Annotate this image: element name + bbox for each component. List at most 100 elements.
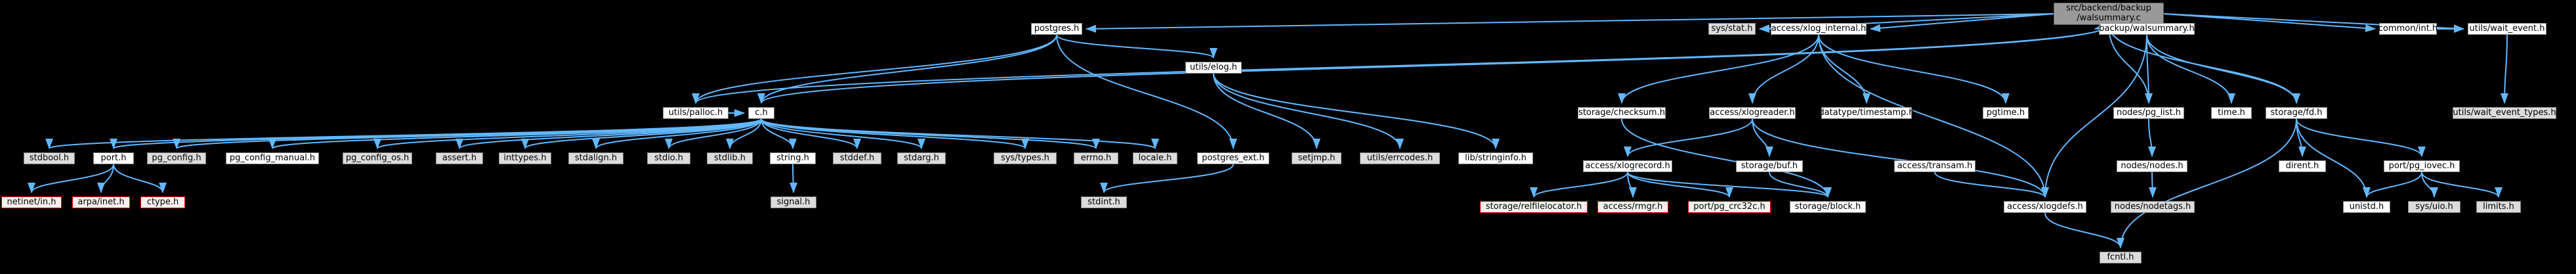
graph-node-rmgr[interactable]: access/rmgr.h xyxy=(1597,201,1668,213)
edge-c_h-to-inttypes xyxy=(521,118,762,149)
graph-node-postgres[interactable]: postgres.h xyxy=(1031,23,1082,35)
edge-postgres-to-c_h xyxy=(757,34,1057,104)
graph-node-transam[interactable]: access/transam.h xyxy=(1894,160,1975,172)
graph-node-signal_h[interactable]: signal.h xyxy=(771,196,816,208)
graph-node-errcodes[interactable]: utils/errcodes.h xyxy=(1360,152,1440,164)
edge-postgres-to-palloc xyxy=(692,34,1057,104)
edge-walsummary_h-to-storage_fd xyxy=(2146,34,2300,104)
graph-node-netinet_in[interactable]: netinet/in.h xyxy=(1,196,62,208)
graph-node-dirent[interactable]: dirent.h xyxy=(2279,160,2326,172)
edge-utils_elog-to-errcodes xyxy=(1213,73,1404,149)
graph-node-arpa_inet[interactable]: arpa/inet.h xyxy=(72,196,130,208)
edge-c_h-to-pg_config_os xyxy=(373,118,762,149)
graph-node-pg_crc32c[interactable]: port/pg_crc32c.h xyxy=(1688,201,1771,213)
graph-node-xlogrecord[interactable]: access/xlogrecord.h xyxy=(1583,160,1672,172)
graph-node-common_int[interactable]: common/int.h xyxy=(2378,23,2438,35)
graph-node-setjmp[interactable]: setjmp.h xyxy=(1292,152,1341,164)
edge-storage_fd-to-fcntl xyxy=(2117,118,2297,248)
graph-node-stdlib[interactable]: stdlib.h xyxy=(707,152,753,164)
edge-port_h-to-ctype_h xyxy=(113,164,167,193)
graph-node-string_h[interactable]: string.h xyxy=(770,152,816,164)
graph-node-palloc[interactable]: utils/palloc.h xyxy=(663,107,728,119)
edge-c_h-to-stddef xyxy=(761,118,861,149)
edge-pg_list-to-nodes_nodes xyxy=(2147,118,2156,157)
edge-root-to-palloc xyxy=(692,24,2109,104)
graph-node-fcntl[interactable]: fcntl.h xyxy=(2100,252,2142,263)
graph-node-stringinfo[interactable]: lib/stringinfo.h xyxy=(1458,152,1533,164)
graph-node-checksum[interactable]: storage/checksum.h xyxy=(1578,107,1666,119)
graph-node-nodetags[interactable]: nodes/nodetags.h xyxy=(2111,201,2195,213)
graph-node-assert_h[interactable]: assert.h xyxy=(436,152,483,164)
graph-node-pg_list[interactable]: nodes/pg_list.h xyxy=(2113,107,2184,119)
edge-root-to-xlog_internal xyxy=(1870,13,2054,32)
graph-node-xlog_internal[interactable]: access/xlog_internal.h xyxy=(1771,23,1867,35)
edge-c_h-to-assert_h xyxy=(455,118,762,149)
edge-walsummary_h-to-time_h xyxy=(2146,34,2235,104)
graph-node-xlogdefs[interactable]: access/xlogdefs.h xyxy=(2004,201,2086,213)
graph-node-stdbool[interactable]: stdbool.h xyxy=(24,152,75,164)
edge-wait_event-to-wait_event_types xyxy=(2501,34,2509,104)
graph-node-stdint[interactable]: stdint.h xyxy=(1081,196,1127,208)
edge-xlog_internal-to-timestamp xyxy=(1818,34,1870,104)
edge-xlogdefs-to-fcntl xyxy=(2044,212,2124,248)
edge-xlogrecord-to-pg_crc32c xyxy=(1627,171,1733,198)
edge-postgres-to-postgres_ext xyxy=(1056,34,1237,149)
graph-node-utils_elog[interactable]: utils/elog.h xyxy=(1185,62,1242,74)
graph-node-c_h[interactable]: c.h xyxy=(748,107,774,119)
edge-c_h-to-locale_h xyxy=(761,118,1159,149)
graph-node-xlogreader[interactable]: access/xlogreader.h xyxy=(1709,107,1796,119)
edge-xlogreader-to-storage_buf xyxy=(1752,118,1773,157)
graph-node-nodes_nodes[interactable]: nodes/nodes.h xyxy=(2117,160,2187,172)
graph-node-pg_config_manual[interactable]: pg_config_manual.h xyxy=(226,152,319,164)
graph-node-wait_event_types[interactable]: utils/wait_event_types.h xyxy=(2453,107,2556,119)
graph-node-wait_event[interactable]: utils/wait_event.h xyxy=(2468,23,2546,35)
graph-node-storage_block[interactable]: storage/block.h xyxy=(1790,201,1866,213)
graph-node-pg_config_os[interactable]: pg_config_os.h xyxy=(343,152,412,164)
graph-node-inttypes[interactable]: inttypes.h xyxy=(499,152,551,164)
graph-node-walsummary_h[interactable]: backup/walsummary.h xyxy=(2099,23,2195,35)
edge-root-to-storage_fd xyxy=(2108,24,2300,104)
edge-postgres-to-utils_elog xyxy=(1056,34,1217,58)
graph-node-sys_types[interactable]: sys/types.h xyxy=(994,152,1057,164)
graph-node-errno_h[interactable]: errno.h xyxy=(1074,152,1118,164)
edge-c_h-to-pg_config_manual xyxy=(268,118,762,149)
graph-node-postgres_ext[interactable]: postgres_ext.h xyxy=(1197,152,1269,164)
graph-node-pgtime[interactable]: pgtime.h xyxy=(1983,107,2029,119)
graph-node-stdalign[interactable]: stdalign.h xyxy=(568,152,623,164)
edge-root-to-postgres xyxy=(1086,13,2054,33)
edge-xlogreader-to-xlogdefs xyxy=(1752,118,2049,198)
graph-node-port_h[interactable]: port.h xyxy=(93,152,134,164)
graph-node-stdarg[interactable]: stdarg.h xyxy=(897,152,946,164)
graph-node-pg_config[interactable]: pg_config.h xyxy=(147,152,206,164)
graph-node-ctype_h[interactable]: ctype.h xyxy=(140,196,185,208)
graph-node-timestamp[interactable]: datatype/timestamp.h xyxy=(1819,107,1914,119)
edge-utils_elog-to-stringinfo xyxy=(1213,73,1500,149)
edge-xlogrecord-to-storage_block xyxy=(1627,171,1832,198)
edge-checksum-to-storage_block xyxy=(1621,118,1832,198)
graph-node-limits_h[interactable]: limits.h xyxy=(2476,201,2521,213)
edge-nodes_nodes-to-nodetags xyxy=(2148,171,2157,198)
graph-node-stdio[interactable]: stdio.h xyxy=(647,152,690,164)
edge-utils_elog-to-setjmp xyxy=(1213,73,1320,149)
graph-node-time_h[interactable]: time.h xyxy=(2211,107,2252,119)
edge-c_h-to-stdlib xyxy=(726,118,762,149)
graph-node-locale_h[interactable]: locale.h xyxy=(1133,152,1177,164)
edge-storage_fd-to-unistd xyxy=(2296,118,2371,198)
edge-transam-to-xlogdefs xyxy=(1934,171,2049,198)
graph-node-pg_iovec[interactable]: port/pg_iovec.h xyxy=(2384,160,2460,172)
graph-node-storage_fd[interactable]: storage/fd.h xyxy=(2266,107,2327,119)
graph-node-sysstat[interactable]: sys/stat.h xyxy=(1708,23,1756,35)
edge-xlogreader-to-xlogrecord xyxy=(1624,118,1753,157)
graph-node-stddef[interactable]: stddef.h xyxy=(833,152,881,164)
graph-node-sys_uio[interactable]: sys/uio.h xyxy=(2408,201,2460,213)
graph-node-unistd[interactable]: unistd.h xyxy=(2343,201,2390,213)
edge-xlog_internal-to-pgtime xyxy=(1818,34,2010,104)
graph-node-relfilelocator[interactable]: storage/relfilelocator.h xyxy=(1480,201,1588,213)
graph-node-root[interactable]: src/backend/backup /walsummary.c xyxy=(2054,3,2164,25)
edge-pg_iovec-to-sys_uio xyxy=(2421,171,2438,198)
edge-xlog_internal-to-xlogreader xyxy=(1748,34,1819,104)
edge-xlogrecord-to-relfilelocator xyxy=(1530,171,1628,198)
graph-node-storage_buf[interactable]: storage/buf.h xyxy=(1736,160,1803,172)
edge-c_h-to-sys_types xyxy=(761,118,1029,149)
